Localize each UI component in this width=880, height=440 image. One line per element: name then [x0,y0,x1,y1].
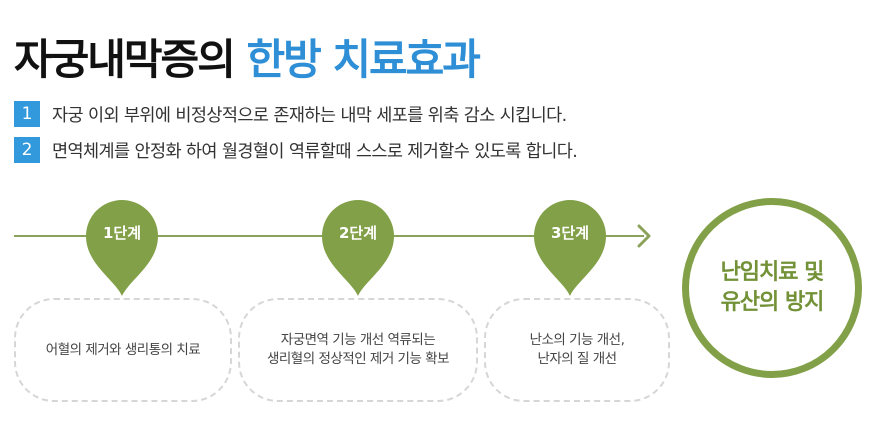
step-2-description: 자궁면역 기능 개선 역류되는 생리혈의 정상적인 제거 기능 확보 [238,298,478,402]
title-main: 자궁내막증의 [14,35,236,84]
point-number-badge: 2 [14,137,40,163]
step-description-line: 어혈의 제거와 생리통의 치료 [45,341,201,358]
goal-circle: 난임치료 및 유산의 방지 [682,198,862,378]
step-1-description: 어혈의 제거와 생리통의 치료 [14,298,232,402]
step-3-pin: 3단계 [532,198,608,298]
step-label: 2단계 [338,224,378,242]
step-1-pin: 1단계 [84,198,160,298]
map-pin-icon [322,200,394,296]
point-number-badge: 1 [14,101,40,127]
point-text: 면역체계를 안정화 하여 월경혈이 역류할때 스스로 제거할수 있도록 합니다. [52,141,578,162]
map-pin-icon [86,200,158,296]
point-text: 자궁 이외 부위에 비정상적으로 존재하는 내막 세포를 위축 감소 시킵니다. [52,105,567,126]
effect-points: 1 자궁 이외 부위에 비정상적으로 존재하는 내막 세포를 위축 감소 시킵니… [14,101,578,173]
point-2: 2 면역체계를 안정화 하여 월경혈이 역류할때 스스로 제거할수 있도록 합니… [14,137,578,163]
chevron-right-icon [637,224,651,248]
step-label: 3단계 [550,224,590,242]
goal-line-2: 유산의 방지 [720,290,825,315]
title-highlight: 한방 치료효과 [246,35,480,84]
step-description-line: 난자의 질 개선 [537,351,617,367]
step-description-line: 생리혈의 정상적인 제거 기능 확보 [266,351,450,367]
page-title: 자궁내막증의 한방 치료효과 [14,26,481,87]
step-description-line: 자궁면역 기능 개선 역류되는 [280,332,436,348]
step-label: 1단계 [102,224,142,242]
point-1: 1 자궁 이외 부위에 비정상적으로 존재하는 내막 세포를 위축 감소 시킵니… [14,101,577,127]
map-pin-icon [534,200,606,296]
goal-line-1: 난임치료 및 [720,260,825,285]
step-description-line: 난소의 기능 개선, [529,332,625,348]
step-3-description: 난소의 기능 개선, 난자의 질 개선 [484,298,670,402]
step-2-pin: 2단계 [320,198,396,298]
